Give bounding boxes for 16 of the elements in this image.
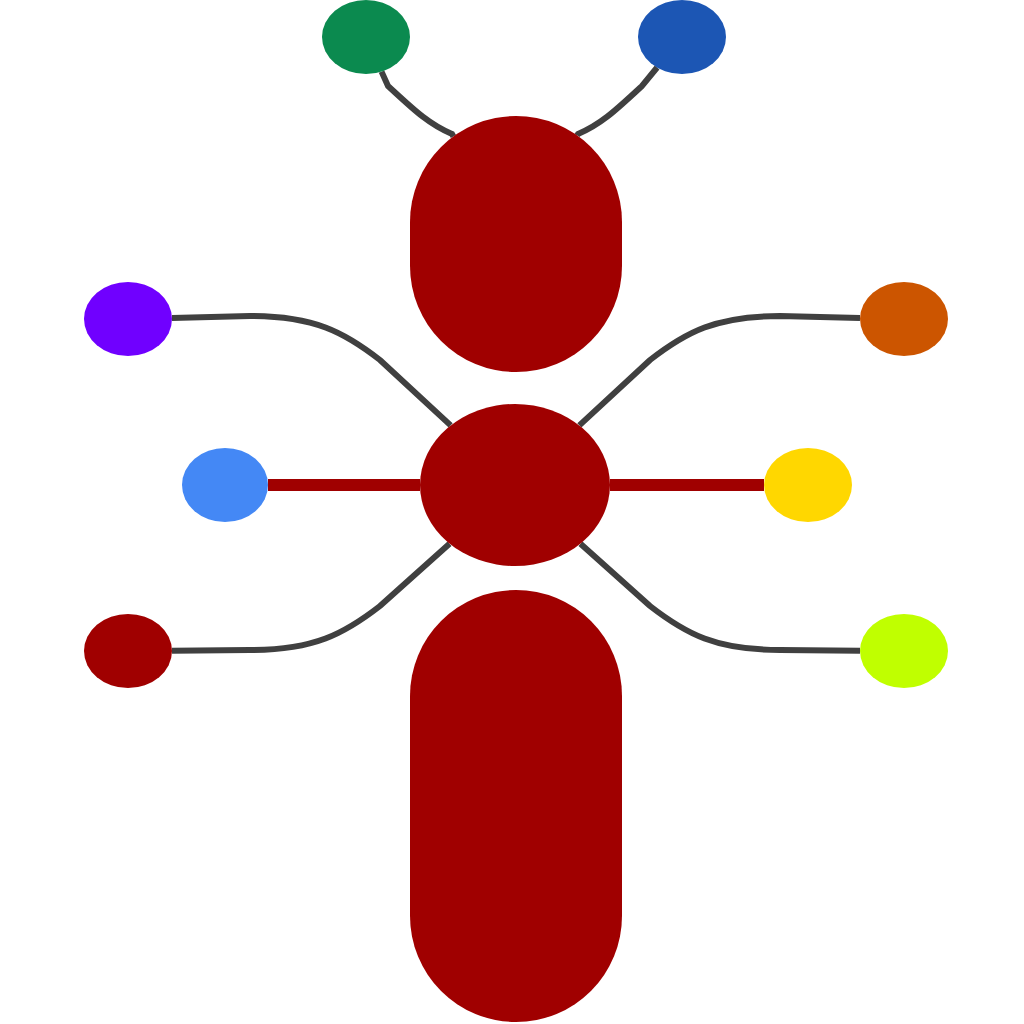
oval-node <box>182 448 268 522</box>
connector-line <box>171 313 453 428</box>
connector-line <box>575 65 660 138</box>
connector-line <box>171 541 452 654</box>
oval-node <box>84 282 172 356</box>
connector-line <box>378 70 456 138</box>
connector-line <box>610 479 764 491</box>
oval-node <box>84 614 172 688</box>
connector-line <box>578 541 861 654</box>
oval-node <box>860 282 948 356</box>
oval-node <box>322 0 410 74</box>
oval-node <box>764 448 852 522</box>
connector-line <box>268 479 420 491</box>
oval-node <box>638 0 726 74</box>
connector-line <box>577 313 861 428</box>
oval-node <box>860 614 948 688</box>
